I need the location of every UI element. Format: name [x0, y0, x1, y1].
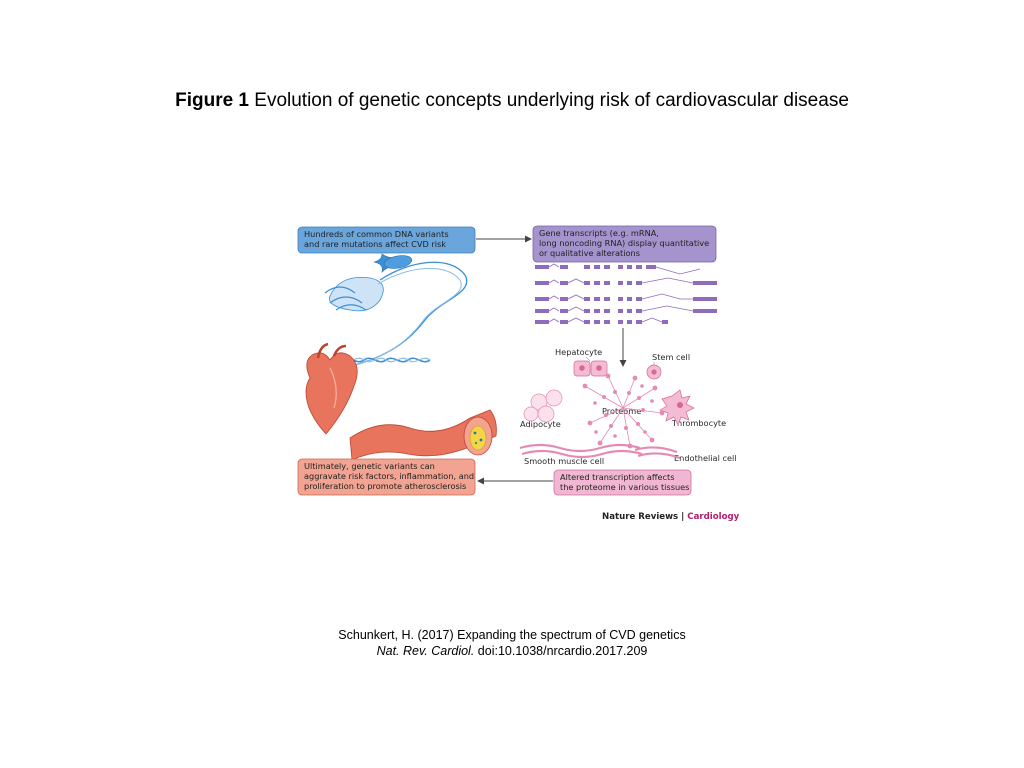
- box-ultimately: [297, 458, 476, 496]
- box-altered-line2: the proteome in various tissues: [560, 482, 689, 492]
- citation-line2: Nat. Rev. Cardiol. doi:10.1038/nrcardio.…: [0, 644, 1024, 660]
- label-adipocyte: Adipocyte: [520, 419, 561, 429]
- cell-illustrations: [519, 356, 695, 460]
- box-transcripts-line1: Gene transcripts (e.g. mRNA,: [539, 228, 659, 238]
- box-altered-transcription: [553, 469, 692, 496]
- figure-title-text: Evolution of genetic concepts underlying…: [254, 90, 849, 111]
- heart-artery-illustration: [305, 342, 497, 461]
- label-thrombocyte: Thrombocyte: [671, 418, 726, 428]
- label-stem-cell: Stem cell: [652, 352, 690, 362]
- box-ultimately-line3: proliferation to promote atherosclerosis: [304, 481, 466, 491]
- box-ultimately-line2: aggravate risk factors, inflammation, an…: [304, 471, 474, 481]
- figure-panel: Hundreds of common DNA variants and rare…: [290, 218, 740, 528]
- citation: Schunkert, H. (2017) Expanding the spect…: [0, 628, 1024, 659]
- transcript-rows: [535, 263, 717, 324]
- publisher-name: Nature Reviews: [602, 512, 678, 522]
- citation-doi: doi:10.1038/nrcardio.2017.209: [477, 643, 648, 658]
- publisher-credit: Nature Reviews | Cardiology: [602, 512, 740, 522]
- box-dna-line2: and rare mutations affect CVD risk: [304, 239, 446, 249]
- citation-line1: Schunkert, H. (2017) Expanding the spect…: [338, 628, 686, 642]
- box-altered-line1: Altered transcription affects: [560, 472, 675, 482]
- box-transcripts-line3: or qualitative alterations: [539, 248, 640, 258]
- box-dna-line1: Hundreds of common DNA variants: [304, 229, 449, 239]
- journal-name: Cardiology: [687, 512, 739, 522]
- box-transcripts-line2: long noncoding RNA) display quantitative: [539, 238, 709, 248]
- label-endothelial-cell: Endothelial cell: [674, 453, 737, 463]
- box-gene-transcripts: [532, 225, 717, 263]
- citation-journal: Nat. Rev. Cardiol.: [376, 643, 475, 658]
- figure-number: Figure 1: [175, 90, 249, 111]
- figure-diagram: Hundreds of common DNA variants and rare…: [297, 225, 740, 522]
- chromosome-dna-illustration: [324, 253, 468, 367]
- box-dna-variants: [297, 226, 476, 254]
- box-ultimately-line1: Ultimately, genetic variants can: [304, 461, 435, 471]
- label-hepatocyte: Hepatocyte: [555, 347, 602, 357]
- label-smooth-muscle-cell: Smooth muscle cell: [524, 456, 604, 466]
- label-proteome: Proteome: [602, 406, 641, 416]
- slide-title: Figure 1 Evolution of genetic concepts u…: [0, 90, 1024, 112]
